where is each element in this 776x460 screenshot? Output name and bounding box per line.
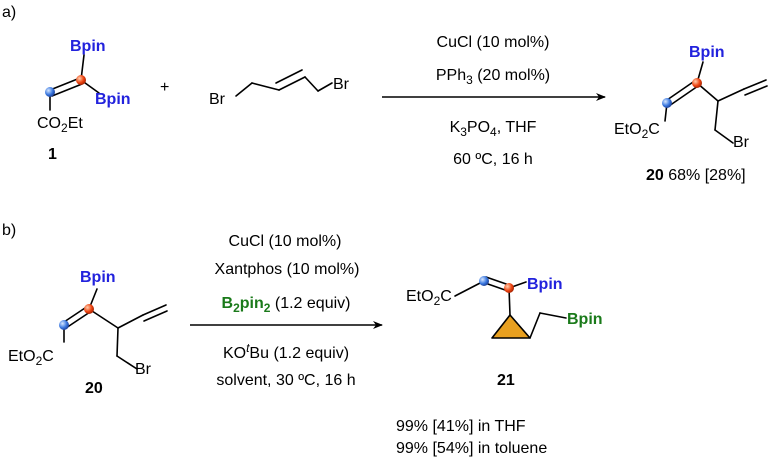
product-20-bpin-a: Bpin (689, 44, 725, 61)
reagent-1-number: 1 (48, 146, 57, 163)
condition-cucl-a: CuCl (10 mol%) (437, 34, 550, 51)
product-21-ester: EtO2C (406, 288, 452, 308)
red-atom-marker (76, 75, 86, 85)
panel-b-label: b) (2, 222, 16, 239)
reagent-1-bpin-right: Bpin (95, 91, 131, 108)
blue-atom-marker (45, 87, 55, 97)
red-atom-marker (504, 283, 514, 293)
reagent-20-br-b: Br (135, 361, 152, 378)
condition-base-a: K3PO4, THF (450, 119, 537, 139)
reagent-20-number-b: 20 (85, 380, 103, 397)
dibromo-butene-structure (235, 69, 333, 97)
condition-pph3-a: PPh3 (20 mol%) (436, 67, 550, 87)
product-20-caption: 20 68% [28%] (646, 167, 746, 184)
product-20-structure-a (662, 61, 768, 144)
reagent-20-structure-b (59, 288, 168, 370)
condition-temp-b: solvent, 30 ºC, 16 h (216, 372, 355, 389)
red-atom-marker (84, 304, 94, 314)
reagent-1-structure (45, 54, 100, 111)
product-20-ester-a: EtO2C (614, 121, 660, 141)
dibromide-br-right: Br (333, 76, 350, 93)
yield-toluene: 99% [54%] in toluene (396, 440, 547, 457)
product-21-bpin-green: Bpin (567, 311, 603, 328)
condition-base-b: KOtBu (1.2 equiv) (223, 341, 349, 362)
condition-temp-a: 60 ºC, 16 h (453, 151, 533, 168)
red-atom-marker (692, 78, 702, 88)
blue-atom-marker (59, 320, 69, 330)
condition-cucl-b: CuCl (10 mol%) (229, 233, 342, 250)
condition-xantphos-b: Xantphos (10 mol%) (215, 261, 360, 278)
product-20-br-a: Br (733, 134, 750, 151)
blue-atom-marker (479, 276, 489, 286)
product-21-number: 21 (497, 372, 515, 389)
cyclopropane-ring (491, 314, 531, 339)
product-21-bpin-blue: Bpin (527, 276, 563, 293)
reagent-1-ester: CO2Et (37, 115, 83, 135)
product-21-structure (454, 276, 567, 339)
blue-atom-marker (662, 98, 672, 108)
reagent-1-bpin-top: Bpin (70, 38, 106, 55)
reagent-20-bpin-b: Bpin (80, 269, 116, 286)
plus-sign: + (160, 79, 169, 96)
yield-thf: 99% [41%] in THF (396, 418, 526, 435)
reagent-20-ester-b: EtO2C (8, 348, 54, 368)
condition-b2pin2-b: B2pin2 (1.2 equiv) (222, 295, 351, 315)
dibromide-br-left: Br (209, 91, 226, 108)
panel-a-label: a) (2, 4, 16, 21)
